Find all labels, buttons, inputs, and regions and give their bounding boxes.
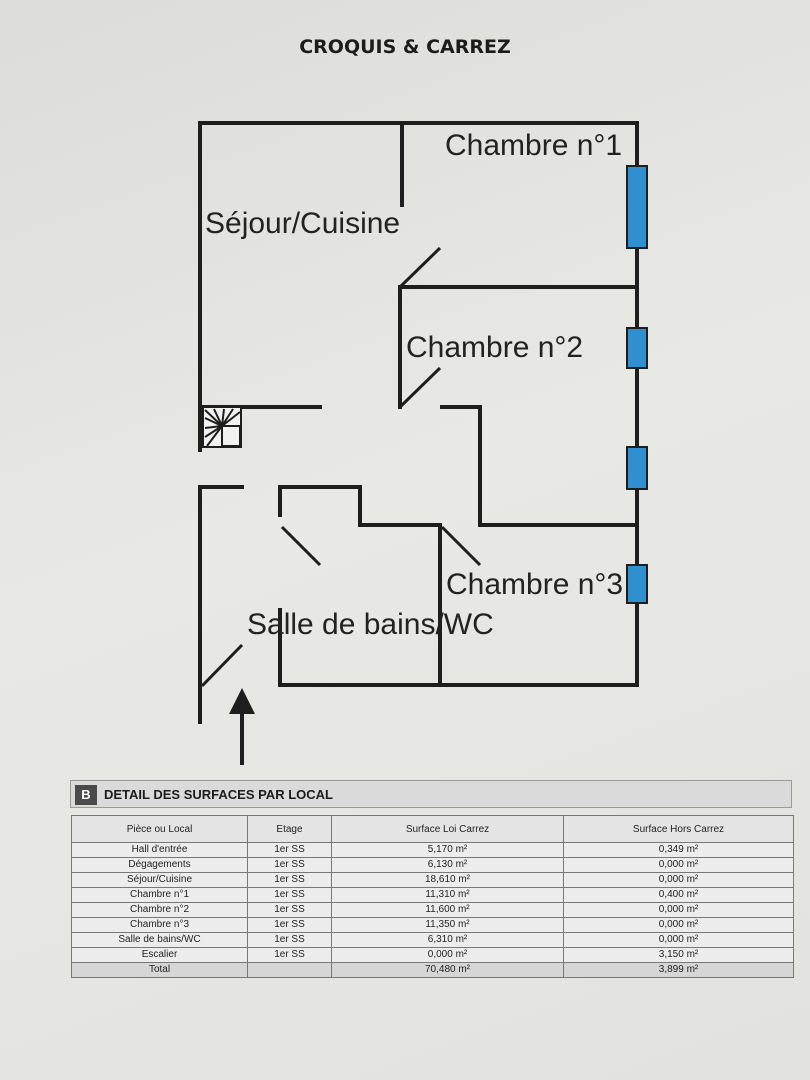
cell-floor: 1er SS	[247, 872, 332, 888]
cell-hors-carrez: 0,000 m²	[563, 872, 794, 888]
table-row: Salle de bains/WC 1er SS 6,310 m² 0,000 …	[71, 932, 794, 948]
column-header: Etage	[247, 815, 332, 843]
cell-hors-carrez: 0,000 m²	[563, 857, 794, 873]
cell-hors-carrez: 0,000 m²	[563, 932, 794, 948]
cell-total-floor	[247, 962, 332, 978]
cell-room: Chambre n°1	[71, 887, 248, 903]
table-row: Escalier 1er SS 0,000 m² 3,150 m²	[71, 947, 794, 963]
window-chambre-2-lower	[626, 446, 648, 490]
column-header: Pièce ou Local	[71, 815, 248, 843]
cell-room: Dégagements	[71, 857, 248, 873]
cell-total-hors-carrez: 3,899 m²	[563, 962, 794, 978]
table-row: Chambre n°3 1er SS 11,350 m² 0,000 m²	[71, 917, 794, 933]
floor-plan: Chambre n°1 Séjour/Cuisine Chambre n°2 C…	[198, 121, 648, 765]
cell-room: Salle de bains/WC	[71, 932, 248, 948]
cell-carrez: 5,170 m²	[331, 842, 564, 858]
cell-carrez: 6,310 m²	[331, 932, 564, 948]
cell-floor: 1er SS	[247, 842, 332, 858]
section-title: DETAIL DES SURFACES PAR LOCAL	[104, 787, 333, 802]
cell-room: Hall d'entrée	[71, 842, 248, 858]
cell-carrez: 11,350 m²	[331, 917, 564, 933]
cell-carrez: 6,130 m²	[331, 857, 564, 873]
cell-hors-carrez: 0,400 m²	[563, 887, 794, 903]
cell-floor: 1er SS	[247, 917, 332, 933]
column-header: Surface Hors Carrez	[563, 815, 794, 843]
cell-carrez: 11,310 m²	[331, 887, 564, 903]
walls	[198, 121, 639, 724]
door-swings	[200, 246, 482, 688]
table-row: Séjour/Cuisine 1er SS 18,610 m² 0,000 m²	[71, 872, 794, 888]
room-label-chambre-2: Chambre n°2	[406, 331, 583, 364]
table-row: Chambre n°1 1er SS 11,310 m² 0,400 m²	[71, 887, 794, 903]
cell-hors-carrez: 0,000 m²	[563, 902, 794, 918]
table-row: Hall d'entrée 1er SS 5,170 m² 0,349 m²	[71, 842, 794, 858]
cell-hors-carrez: 0,000 m²	[563, 917, 794, 933]
cell-carrez: 0,000 m²	[331, 947, 564, 963]
cell-floor: 1er SS	[247, 857, 332, 873]
window-chambre-3	[626, 564, 648, 604]
page-title: CROQUIS & CARREZ	[299, 36, 511, 58]
column-header: Surface Loi Carrez	[331, 815, 564, 843]
cell-hors-carrez: 3,150 m²	[563, 947, 794, 963]
cell-total-label: Total	[71, 962, 248, 978]
staircase-icon	[202, 406, 242, 448]
table-total-row: Total 70,480 m² 3,899 m²	[71, 962, 794, 978]
section-letter: B	[75, 785, 97, 805]
cell-carrez: 11,600 m²	[331, 902, 564, 918]
cell-room: Escalier	[71, 947, 248, 963]
table-row: Dégagements 1er SS 6,130 m² 0,000 m²	[71, 857, 794, 873]
window-chambre-2	[626, 327, 648, 369]
room-label-chambre-1: Chambre n°1	[445, 129, 622, 162]
cell-carrez: 18,610 m²	[331, 872, 564, 888]
cell-hors-carrez: 0,349 m²	[563, 842, 794, 858]
section-header: B DETAIL DES SURFACES PAR LOCAL	[70, 780, 792, 808]
cell-floor: 1er SS	[247, 932, 332, 948]
cell-room: Chambre n°3	[71, 917, 248, 933]
cell-total-carrez: 70,480 m²	[331, 962, 564, 978]
room-label-chambre-3: Chambre n°3	[446, 568, 623, 601]
table-row: Chambre n°2 1er SS 11,600 m² 0,000 m²	[71, 902, 794, 918]
cell-floor: 1er SS	[247, 947, 332, 963]
cell-floor: 1er SS	[247, 887, 332, 903]
entrance-arrow-icon	[229, 688, 255, 765]
cell-floor: 1er SS	[247, 902, 332, 918]
cell-room: Chambre n°2	[71, 902, 248, 918]
window-chambre-1	[626, 165, 648, 249]
cell-room: Séjour/Cuisine	[71, 872, 248, 888]
windows	[626, 165, 648, 604]
surfaces-table: Pièce ou Local Etage Surface Loi Carrez …	[71, 815, 794, 978]
room-label-salle-de-bains: Salle de bains/WC	[247, 608, 494, 641]
room-label-sejour-cuisine: Séjour/Cuisine	[205, 207, 400, 240]
table-header-row: Pièce ou Local Etage Surface Loi Carrez …	[71, 815, 794, 843]
